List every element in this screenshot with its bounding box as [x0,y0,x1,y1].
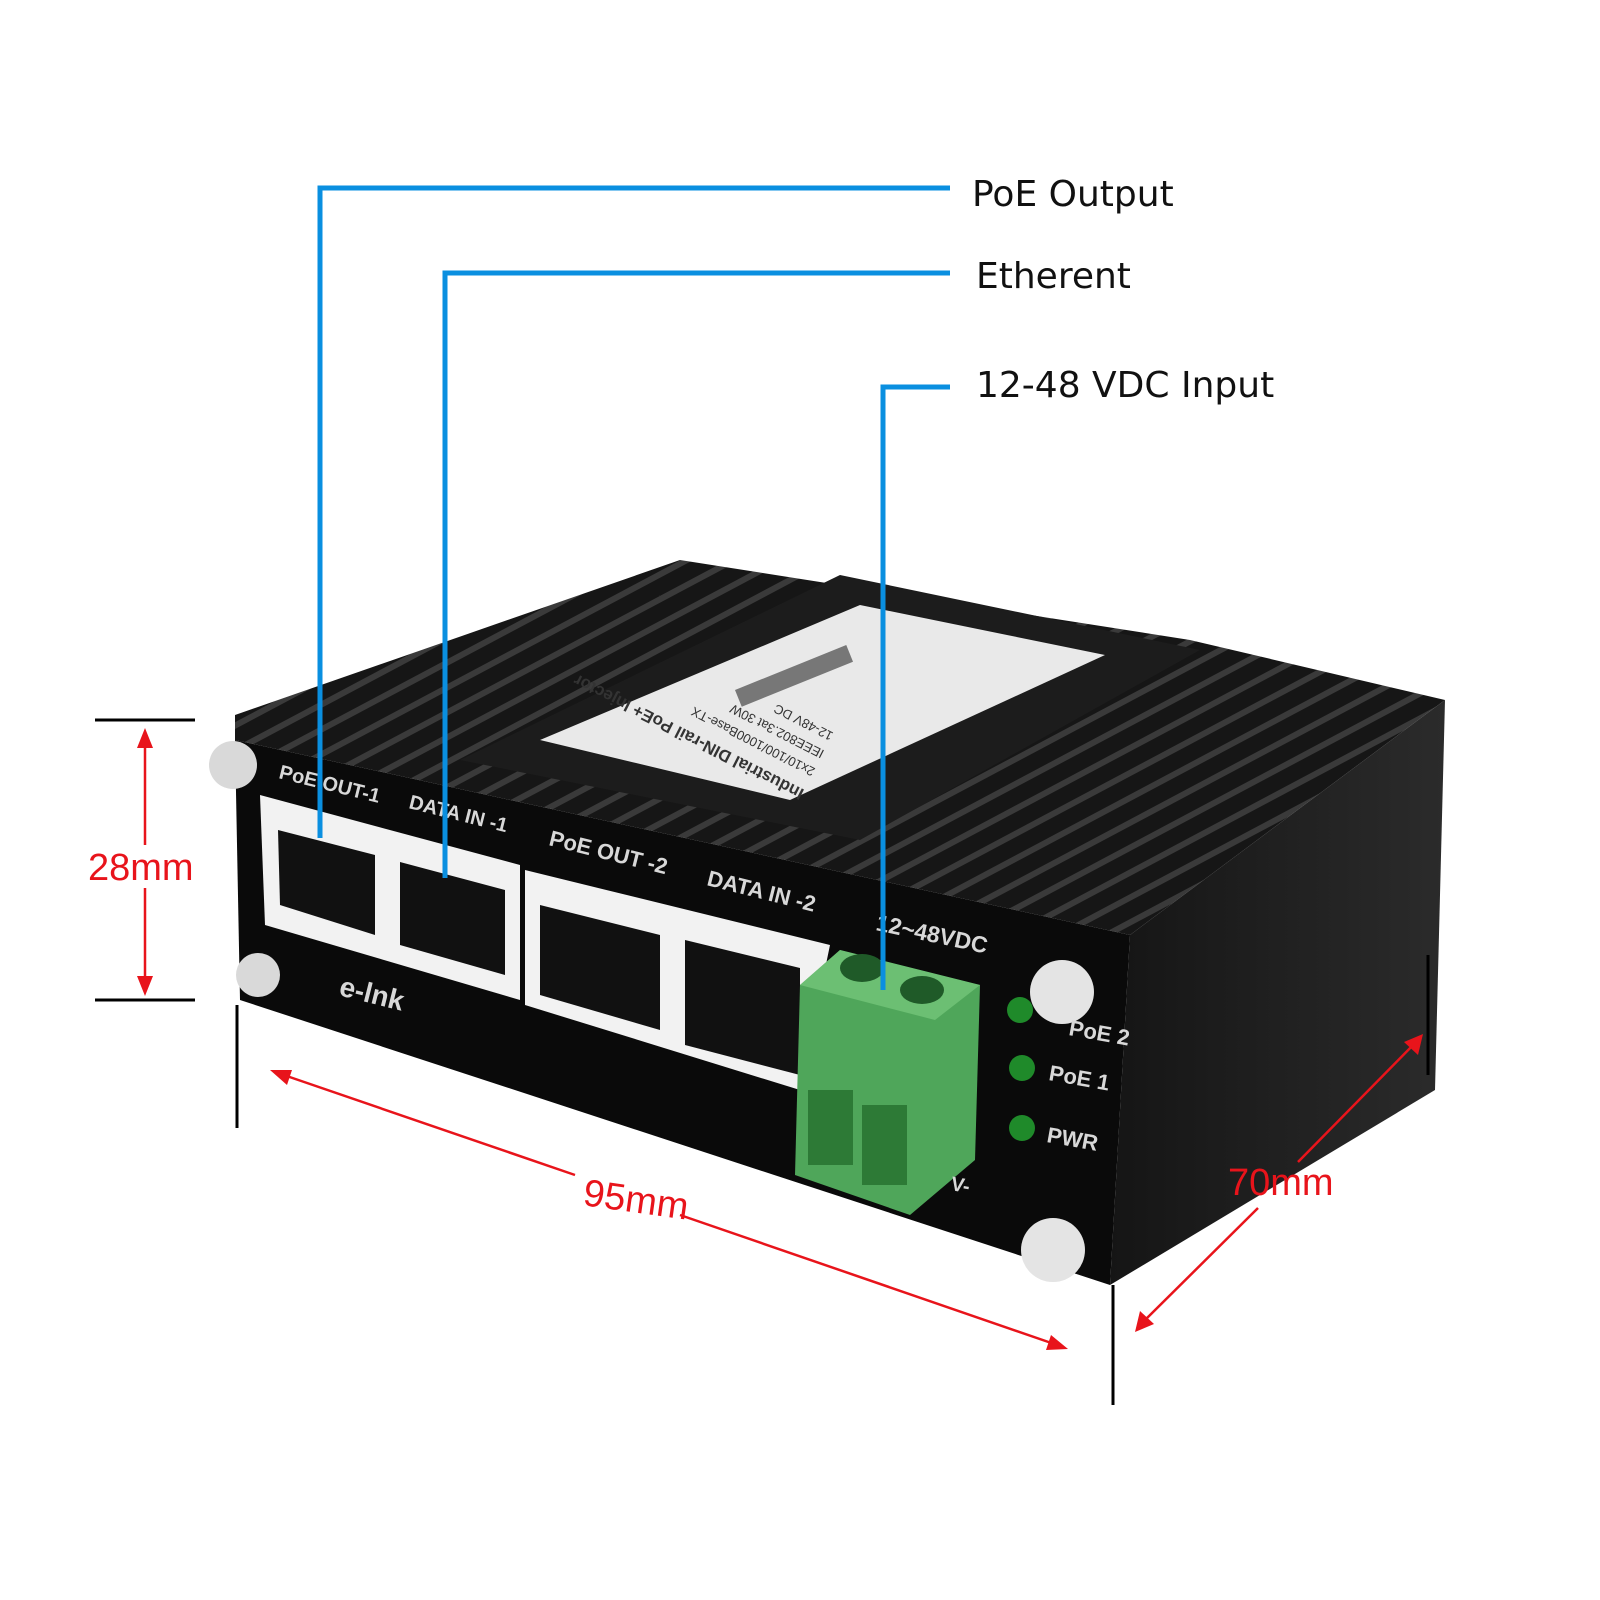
screws [209,741,1094,1282]
callout-poe-output: PoE Output [972,174,1174,215]
callout-line-dc-input [880,384,950,990]
callout-lines [317,185,950,990]
terminal-label: V- [949,1173,971,1198]
screw-icon [209,741,257,789]
dimension-depth: 70mm [1228,1162,1334,1204]
callout-line-poe-output [317,185,950,838]
callout-dc-input: 12-48 VDC Input [976,365,1274,406]
screw-icon [1030,960,1094,1024]
terminal-block [795,950,980,1215]
leds [1007,997,1035,1141]
screw-icon [236,953,280,997]
dimension-width: 95mm [581,1172,691,1228]
dimension-height: 28mm [88,847,194,889]
callout-line-ethernet [442,270,950,878]
dimension-marks: 28mm 95mm 70mm [88,718,1430,1405]
screw-icon [1021,1218,1085,1282]
product-label: Industrial DIN-rail PoE+ Injector 2x10/1… [540,605,1105,803]
barcode [735,645,854,707]
rj45-ports [260,795,830,1090]
callout-ethernet: Etherent [976,256,1131,297]
right-face [1110,700,1445,1285]
